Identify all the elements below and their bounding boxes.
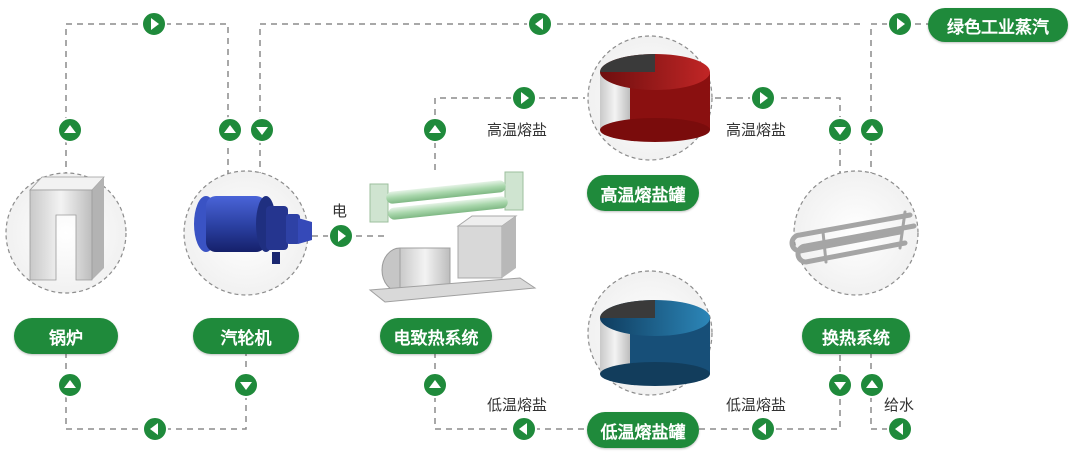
arrow-down-icon <box>827 372 853 398</box>
hot-tank-node <box>587 35 713 161</box>
arrow-up-icon <box>859 372 885 398</box>
arrow-left-icon <box>142 416 168 442</box>
feed-water-label: 给水 <box>884 396 915 414</box>
boiler-icon <box>29 176 105 281</box>
arrow-left-icon <box>750 416 776 442</box>
arrow-left-icon <box>887 416 913 442</box>
arrow-right-icon <box>328 223 354 249</box>
hot-tank-exchange-line <box>715 97 841 178</box>
exchange-steam-up-line <box>870 23 930 178</box>
heat-exchanger-icon <box>789 210 917 265</box>
electricity-label: 电 <box>332 202 348 220</box>
arrow-up-icon <box>57 117 83 143</box>
boiler-turbine-top-line <box>65 23 229 178</box>
turbine-icon <box>194 196 312 264</box>
hot-salt-left-label: 高温熔盐 <box>487 121 548 139</box>
green-steam-label: 绿色工业蒸汽 <box>928 8 1068 42</box>
boiler-label: 锅炉 <box>14 318 118 354</box>
cold-salt-left-label: 低温熔盐 <box>487 396 548 414</box>
cold-tank-icon <box>600 300 710 386</box>
cold-salt-right-label: 低温熔盐 <box>726 396 787 414</box>
arrow-up-icon <box>859 117 885 143</box>
arrow-right-icon <box>141 11 167 37</box>
arrow-right-icon <box>750 85 776 111</box>
arrow-up-icon <box>422 372 448 398</box>
hot-tank-label: 高温熔盐罐 <box>587 175 699 211</box>
arrow-left-icon <box>527 11 553 37</box>
turbine-steam-line <box>259 23 860 178</box>
arrow-right-icon <box>887 11 913 37</box>
arrow-right-icon <box>511 85 537 111</box>
hot-tank-icon <box>600 54 710 142</box>
hot-salt-right-label: 高温熔盐 <box>726 121 787 139</box>
arrow-up-icon <box>57 372 83 398</box>
electric-heater-icon <box>368 171 537 303</box>
heat-exchange-label: 换热系统 <box>802 318 910 354</box>
heater-hot-tank-line <box>434 97 585 170</box>
heat-exchange-node <box>789 170 919 296</box>
turbine-label: 汽轮机 <box>193 318 299 354</box>
arrow-down-icon <box>233 372 259 398</box>
boiler-node <box>5 172 127 294</box>
arrow-up-icon <box>422 117 448 143</box>
cold-tank-node <box>587 270 713 396</box>
electric-heating-label: 电致热系统 <box>380 318 492 354</box>
arrow-up-icon <box>217 117 243 143</box>
arrow-down-icon <box>827 117 853 143</box>
arrow-left-icon <box>511 416 537 442</box>
arrow-down-icon <box>249 117 275 143</box>
turbine-node <box>183 170 312 296</box>
cold-tank-label: 低温熔盐罐 <box>587 412 699 448</box>
arrow-badges <box>57 11 913 442</box>
